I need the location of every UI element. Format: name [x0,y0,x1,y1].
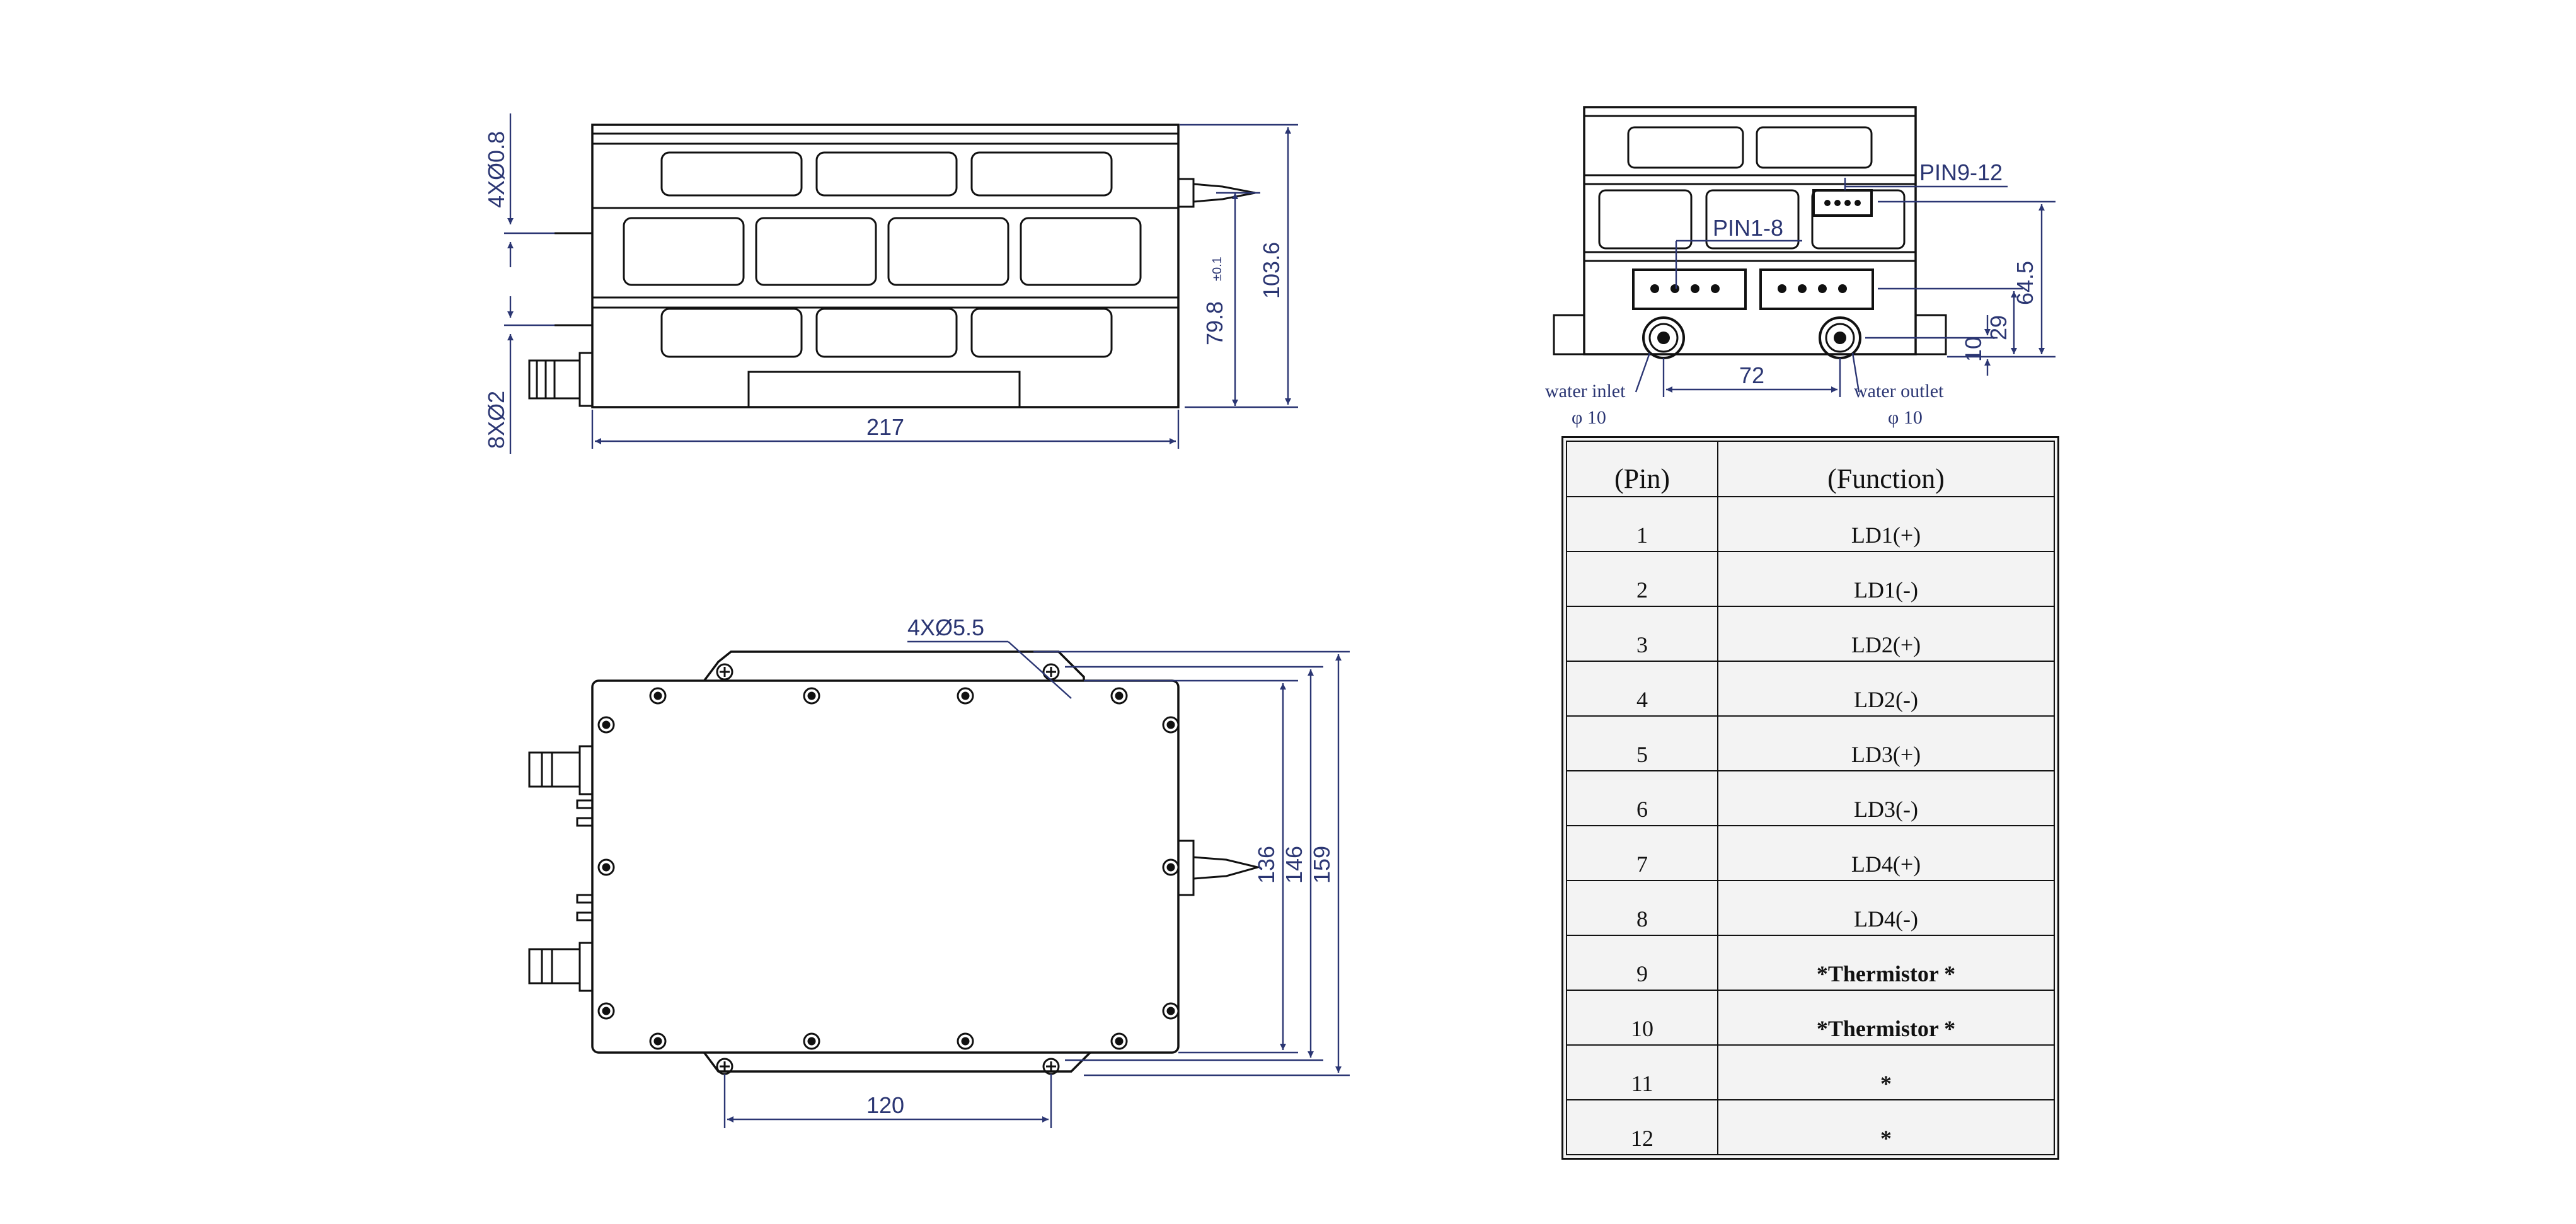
pin-number: 9 [1566,935,1718,991]
dim-64-5: 64.5 [2012,261,2038,305]
pin-function: LD4(-) [1717,880,2055,936]
pin-number: 4 [1566,661,1718,717]
dim-136: 136 [1253,846,1279,884]
header-function: (Function) [1717,441,2055,497]
pin-number: 2 [1566,551,1718,607]
pin-function: *Thermistor * [1717,935,2055,991]
dim-spacing: 120 [866,1092,904,1118]
dim-inner-height: 79.8 [1202,301,1228,345]
pin-number: 12 [1566,1099,1718,1155]
water-inlet-icon [1642,316,1685,359]
pin-function: LD2(+) [1717,606,2055,662]
table-row: 10*Thermistor * [1566,990,2055,1046]
table-row: 11* [1566,1044,2055,1100]
table-header-row: (Pin) (Function) [1566,441,2055,497]
pin-function: LD1(-) [1717,551,2055,607]
pin-function: LD3(-) [1717,770,2055,826]
pin-number: 11 [1566,1044,1718,1100]
side-view [1553,106,1947,359]
pin-function: LD3(+) [1717,715,2055,771]
dim-pin-holes: 4XØ0.8 [483,131,509,208]
label-pin1-8: PIN1-8 [1713,215,1783,241]
water-outlet-icon [1819,316,1861,359]
label-pin9-12: PIN9-12 [1919,159,2003,185]
pin-function: * [1717,1044,2055,1100]
label-water-outlet: water outlet [1854,381,1944,401]
dim-159: 159 [1309,846,1335,884]
pin-function: LD2(-) [1717,661,2055,717]
table-row: 12* [1566,1099,2055,1155]
pin-number: 1 [1566,496,1718,552]
plan-view [528,650,1262,1075]
dim-10: 10 [1960,337,1986,362]
side-view-dimensions: PIN9-12 PIN1-8 72 64.5 29 10 water inlet… [1545,159,2056,428]
screw-icon [597,687,1180,1050]
dim-mount-holes: 4XØ5.5 [907,615,984,640]
dim-total-height: 103.6 [1258,242,1284,299]
pin-number: 8 [1566,880,1718,936]
table-row: 9*Thermistor * [1566,935,2055,991]
pin-function: * [1717,1099,2055,1155]
pin-number: 10 [1566,990,1718,1046]
pin-function: *Thermistor * [1717,990,2055,1046]
front-view-dimensions: 217 79.8 ±0.1 103.6 4XØ0.8 8XØ2 [483,113,1298,454]
dim-146: 146 [1281,846,1307,884]
header-pin: (Pin) [1566,441,1718,497]
dim-inner-tolerance: ±0.1 [1210,257,1224,281]
dim-width: 217 [866,414,904,440]
label-inlet-diameter: φ 10 [1572,407,1606,428]
label-outlet-diameter: φ 10 [1888,407,1923,428]
dim-29: 29 [1986,315,2011,340]
pin-function: LD1(+) [1717,496,2055,552]
pin-function: LD4(+) [1717,825,2055,881]
pin-number: 7 [1566,825,1718,881]
dim-72: 72 [1739,362,1764,388]
label-water-inlet: water inlet [1545,381,1626,401]
dim-connector-holes: 8XØ2 [483,391,509,449]
pin-number: 5 [1566,715,1718,771]
front-view [528,124,1256,408]
plan-view-dimensions: 4XØ5.5 136 146 159 120 [723,615,1350,1128]
pin-number: 3 [1566,606,1718,662]
pin-number: 6 [1566,770,1718,826]
